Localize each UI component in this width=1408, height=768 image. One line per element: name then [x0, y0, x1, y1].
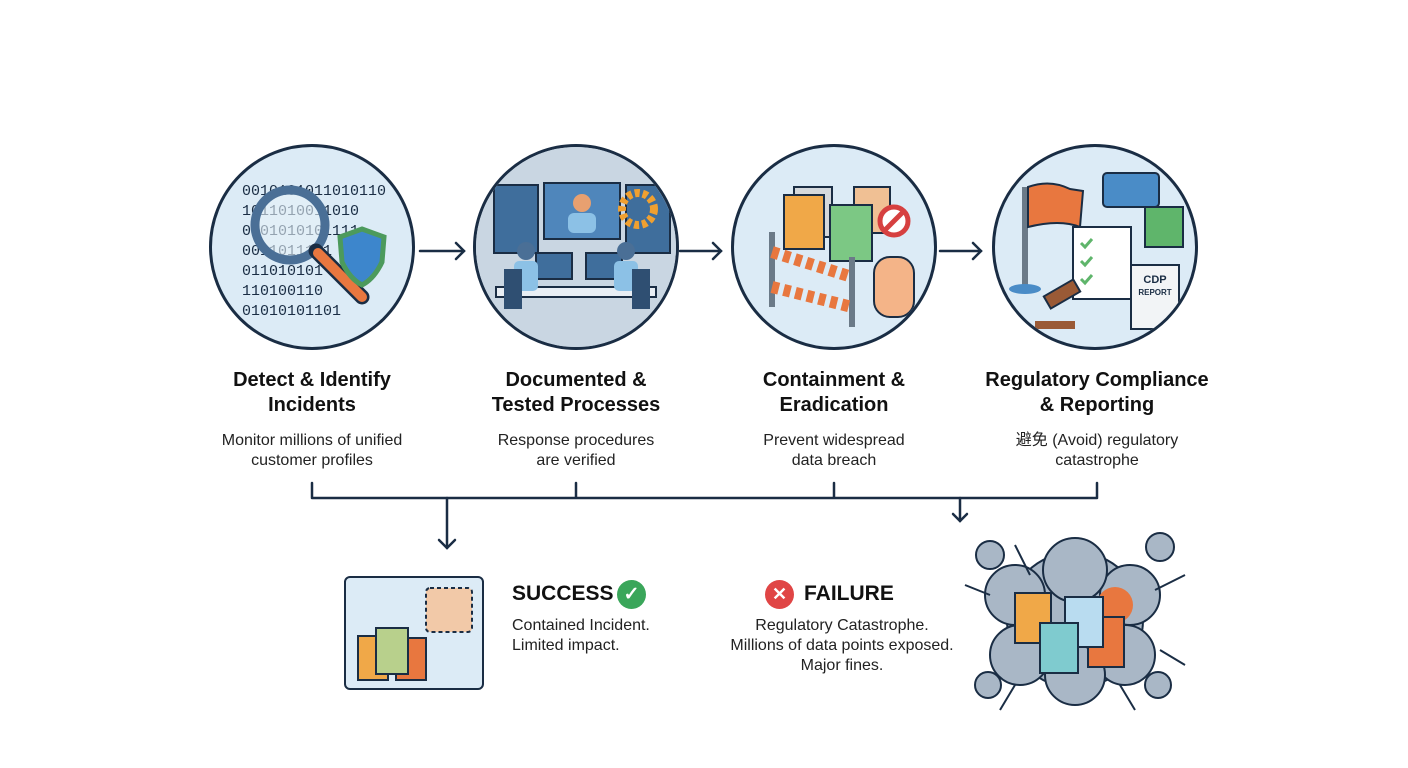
- binary-text: 011010101: [242, 263, 323, 280]
- success-desc: Contained Incident.Limited impact.: [512, 617, 650, 654]
- magnifier-binary-shield-icon: 0010101011010110 1011010011010 010101010…: [242, 183, 387, 320]
- data-breach-explosion-illustration: [964, 532, 1186, 711]
- failure-title: FAILURE: [804, 582, 894, 605]
- step-2-title: Documented &Tested Processes: [491, 369, 661, 416]
- bracket-line: [310, 481, 1099, 500]
- arrow-right-icon: [418, 241, 466, 261]
- success-title: SUCCESS: [512, 582, 614, 605]
- arrow-right-icon: [938, 241, 983, 261]
- binary-text: 01010101101: [242, 303, 341, 320]
- barrier-stop-hand-icon: [769, 186, 915, 327]
- report-label: CDP: [1143, 274, 1166, 286]
- binary-text: 110100110: [242, 283, 323, 300]
- step-3-illustration: [731, 144, 937, 350]
- operations-room-icon: [476, 147, 676, 347]
- arrow-down-icon: [437, 496, 457, 550]
- failure-desc: Regulatory Catastrophe.Millions of data …: [730, 617, 954, 674]
- arrow-down-icon: [951, 496, 969, 523]
- check-icon: ✓: [617, 580, 646, 609]
- step-4-title: Regulatory Compliance& Reporting: [985, 369, 1209, 416]
- report-label: REPORT: [1138, 288, 1171, 297]
- compliance-report-icon: CDP REPORT: [1009, 172, 1184, 330]
- step-1-illustration: 0010101011010110 1011010011010 010101010…: [209, 144, 415, 350]
- arrow-right-icon: [678, 241, 723, 261]
- contained-documents-illustration: [344, 576, 484, 690]
- step-3-title: Containment &Eradication: [762, 369, 906, 416]
- x-icon: ✕: [765, 580, 794, 609]
- step-2-illustration: [473, 144, 679, 350]
- step-4-illustration: CDP REPORT: [992, 144, 1198, 350]
